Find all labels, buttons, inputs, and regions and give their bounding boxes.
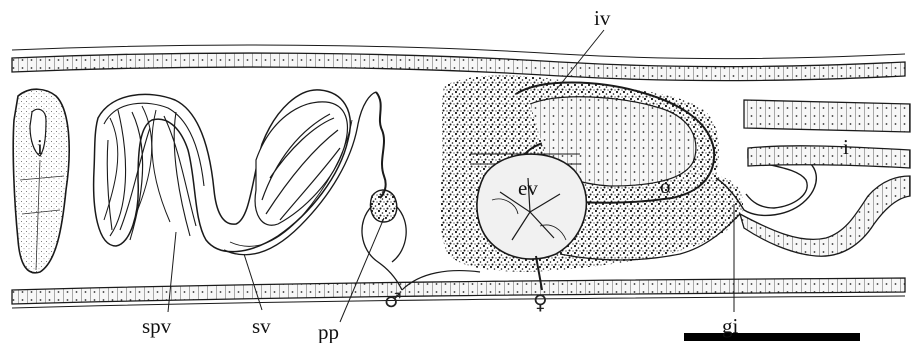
label-o: o bbox=[660, 176, 671, 197]
intestine-right bbox=[744, 100, 910, 168]
label-i-left: i bbox=[37, 137, 43, 158]
label-i-right: i bbox=[843, 137, 849, 158]
label-spv: spv bbox=[142, 316, 171, 337]
male-symbol: ♂ bbox=[384, 290, 402, 310]
label-ev: ev bbox=[518, 178, 538, 199]
female-symbol: ♀ bbox=[533, 292, 548, 312]
scale-bar bbox=[684, 333, 860, 341]
label-sv: sv bbox=[252, 316, 271, 337]
ventral-body-wall bbox=[12, 278, 905, 308]
label-iv: iv bbox=[594, 8, 610, 29]
penis-papilla bbox=[362, 92, 406, 290]
epithelial-vesicle bbox=[477, 154, 587, 259]
dorsal-body-wall bbox=[12, 45, 905, 81]
label-gi: gi bbox=[722, 316, 738, 337]
label-pp: pp bbox=[318, 322, 339, 343]
intestine-left bbox=[13, 89, 69, 273]
